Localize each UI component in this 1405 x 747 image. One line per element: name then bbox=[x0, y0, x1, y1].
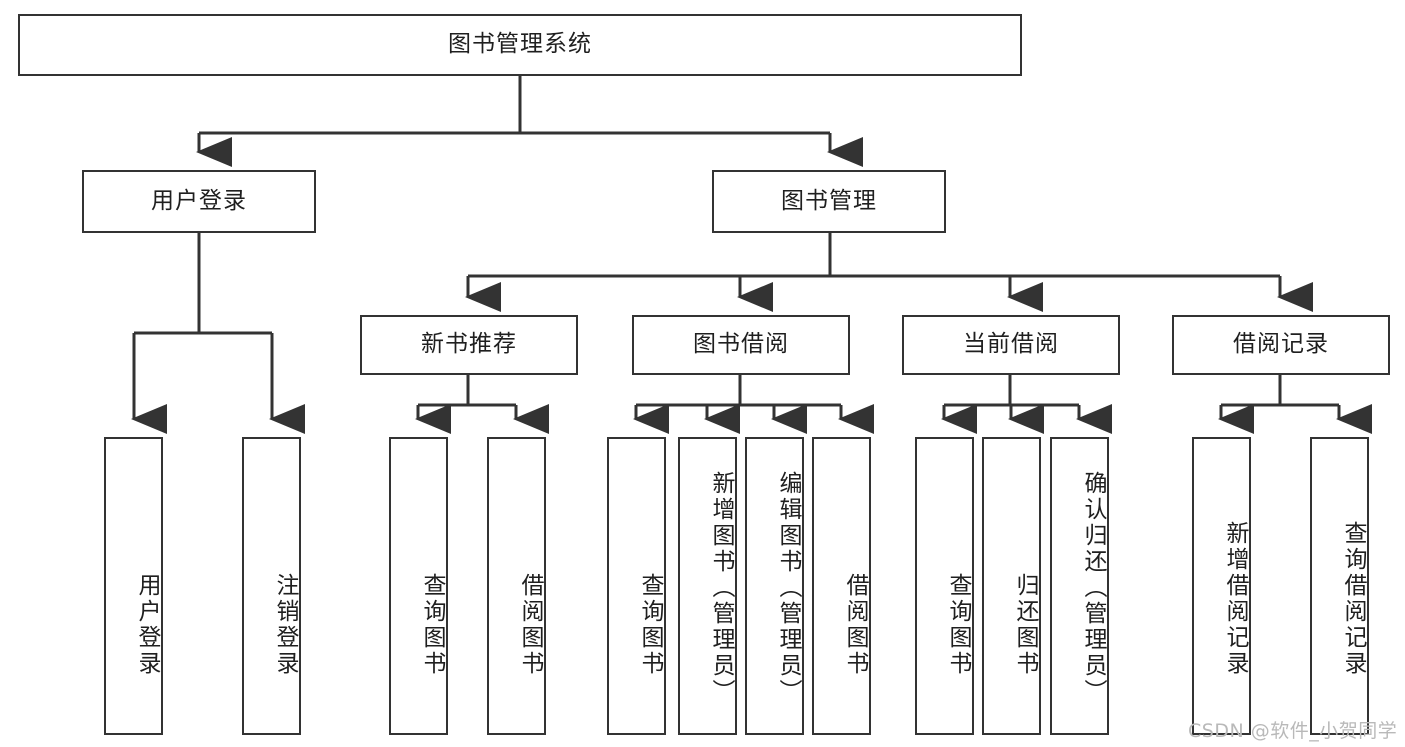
node-current-borrow-label: 当前借阅 bbox=[963, 331, 1059, 358]
node-user-login[interactable]: 用户登录 bbox=[82, 170, 316, 233]
leaf-add-book-admin-label: 新增图书（管理员） bbox=[708, 471, 734, 705]
leaf-return-book-label: 归还图书 bbox=[1012, 573, 1038, 677]
node-new-book-recommend[interactable]: 新书推荐 bbox=[360, 315, 578, 375]
leaf-borrow-book-newbook[interactable]: 借阅图书 bbox=[487, 437, 546, 735]
leaf-query-borrow-record-label: 查询借阅记录 bbox=[1340, 521, 1366, 677]
node-user-login-label: 用户登录 bbox=[151, 187, 247, 214]
leaf-query-book-current[interactable]: 查询图书 bbox=[915, 437, 974, 735]
leaf-logout-login[interactable]: 注销登录 bbox=[242, 437, 301, 735]
node-new-book-recommend-label: 新书推荐 bbox=[421, 331, 517, 358]
node-root-label: 图书管理系统 bbox=[448, 31, 592, 58]
leaf-edit-book-admin[interactable]: 编辑图书（管理员） bbox=[745, 437, 804, 735]
leaf-borrow-book-newbook-label: 借阅图书 bbox=[517, 573, 543, 677]
node-borrow-record-label: 借阅记录 bbox=[1233, 331, 1329, 358]
leaf-edit-book-admin-label: 编辑图书（管理员） bbox=[775, 471, 801, 705]
leaf-add-borrow-record-label: 新增借阅记录 bbox=[1222, 521, 1248, 677]
leaf-user-login-label: 用户登录 bbox=[134, 573, 160, 677]
leaf-borrow-book-label: 借阅图书 bbox=[842, 573, 868, 677]
node-book-management-label: 图书管理 bbox=[781, 187, 877, 214]
leaf-confirm-return-admin-label: 确认归还（管理员） bbox=[1080, 471, 1106, 705]
leaf-logout-login-label: 注销登录 bbox=[272, 573, 298, 677]
leaf-confirm-return-admin[interactable]: 确认归还（管理员） bbox=[1050, 437, 1109, 735]
leaf-return-book[interactable]: 归还图书 bbox=[982, 437, 1041, 735]
node-book-management[interactable]: 图书管理 bbox=[712, 170, 946, 233]
leaf-query-book-newbook-label: 查询图书 bbox=[419, 573, 445, 677]
leaf-query-book-current-label: 查询图书 bbox=[945, 573, 971, 677]
node-root-system[interactable]: 图书管理系统 bbox=[18, 14, 1022, 76]
leaf-query-book-newbook[interactable]: 查询图书 bbox=[389, 437, 448, 735]
leaf-borrow-book[interactable]: 借阅图书 bbox=[812, 437, 871, 735]
node-book-borrow-label: 图书借阅 bbox=[693, 331, 789, 358]
node-current-borrow[interactable]: 当前借阅 bbox=[902, 315, 1120, 375]
leaf-add-borrow-record[interactable]: 新增借阅记录 bbox=[1192, 437, 1251, 735]
node-borrow-record[interactable]: 借阅记录 bbox=[1172, 315, 1390, 375]
leaf-query-book-borrow-label: 查询图书 bbox=[637, 573, 663, 677]
csdn-watermark: CSDN @软件_小贺同学 bbox=[1188, 720, 1398, 742]
leaf-query-borrow-record[interactable]: 查询借阅记录 bbox=[1310, 437, 1369, 735]
node-book-borrow[interactable]: 图书借阅 bbox=[632, 315, 850, 375]
leaf-query-book-borrow[interactable]: 查询图书 bbox=[607, 437, 666, 735]
leaf-add-book-admin[interactable]: 新增图书（管理员） bbox=[678, 437, 737, 735]
leaf-user-login[interactable]: 用户登录 bbox=[104, 437, 163, 735]
